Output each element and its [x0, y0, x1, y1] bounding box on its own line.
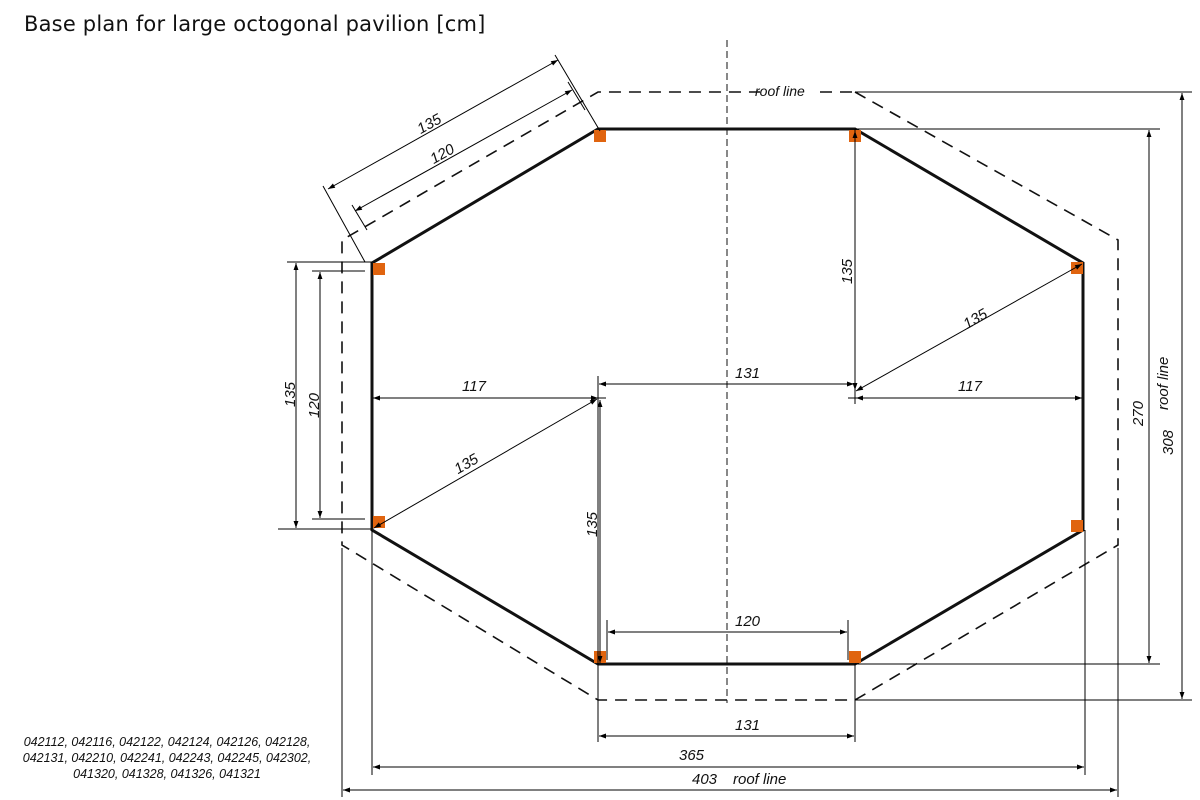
left-120-label: 120 [306, 392, 323, 418]
right-vertical-135-label: 135 [839, 258, 856, 284]
product-codes: 042112, 042116, 042122, 042124, 042126, … [2, 734, 332, 782]
roof-line-label-top: roof line [755, 83, 805, 99]
roof-outline [341, 91, 1119, 701]
right-radial-135-label: 135 [960, 305, 991, 333]
left-half-117-label: 117 [462, 378, 487, 395]
width-403-note: roof line [733, 771, 786, 788]
height-308-dim: 308 roof line [855, 91, 1192, 701]
height-270-label: 270 [1130, 400, 1147, 427]
top-left-diagonal-dims: 135 120 [322, 54, 601, 263]
left-135-label: 135 [282, 381, 299, 407]
corner-posts [373, 130, 1083, 663]
center-131-label: 131 [735, 365, 760, 382]
left-radial-135-label: 135 [451, 450, 482, 478]
product-codes-line: 041320, 041328, 041326, 041321 [73, 767, 261, 781]
right-vertical-135-dim: 135 [839, 131, 858, 390]
center-vertical-135-dim: 135 [584, 400, 603, 663]
post-w-bottom [373, 516, 385, 528]
bottom-120-dim: 120 [606, 613, 849, 660]
bottom-131-dim: 131 [597, 664, 856, 742]
top-diag-135-label: 135 [414, 110, 445, 137]
center-vertical-135-label: 135 [584, 511, 601, 537]
height-308-note: roof line [1155, 357, 1172, 410]
width-403-dim: 403 roof line [341, 548, 1119, 797]
top-diag-120-label: 120 [427, 140, 458, 167]
product-codes-line: 042131, 042210, 042241, 042243, 042245, … [22, 751, 312, 765]
height-308-label: 308 [1160, 429, 1177, 455]
product-codes-line: 042112, 042116, 042122, 042124, 042126, … [23, 735, 311, 749]
post-se [849, 651, 861, 663]
right-half-117-label: 117 [958, 378, 983, 395]
page-title: Base plan for large octogonal pavilion [… [24, 12, 486, 36]
left-vertical-dims: 135 120 [278, 261, 372, 530]
bottom-120-label: 120 [735, 613, 761, 630]
radial-dims: 135 135 [373, 263, 1083, 529]
width-365-dim: 365 [371, 530, 1086, 775]
post-w-top [373, 263, 385, 275]
width-365-label: 365 [679, 747, 705, 764]
bottom-131-label: 131 [735, 717, 760, 734]
post-nw [594, 130, 606, 142]
post-e-bottom [1071, 520, 1083, 532]
height-270-dim: 270 [855, 128, 1160, 665]
post-e-top [1071, 262, 1083, 274]
width-403-label: 403 [692, 771, 718, 788]
